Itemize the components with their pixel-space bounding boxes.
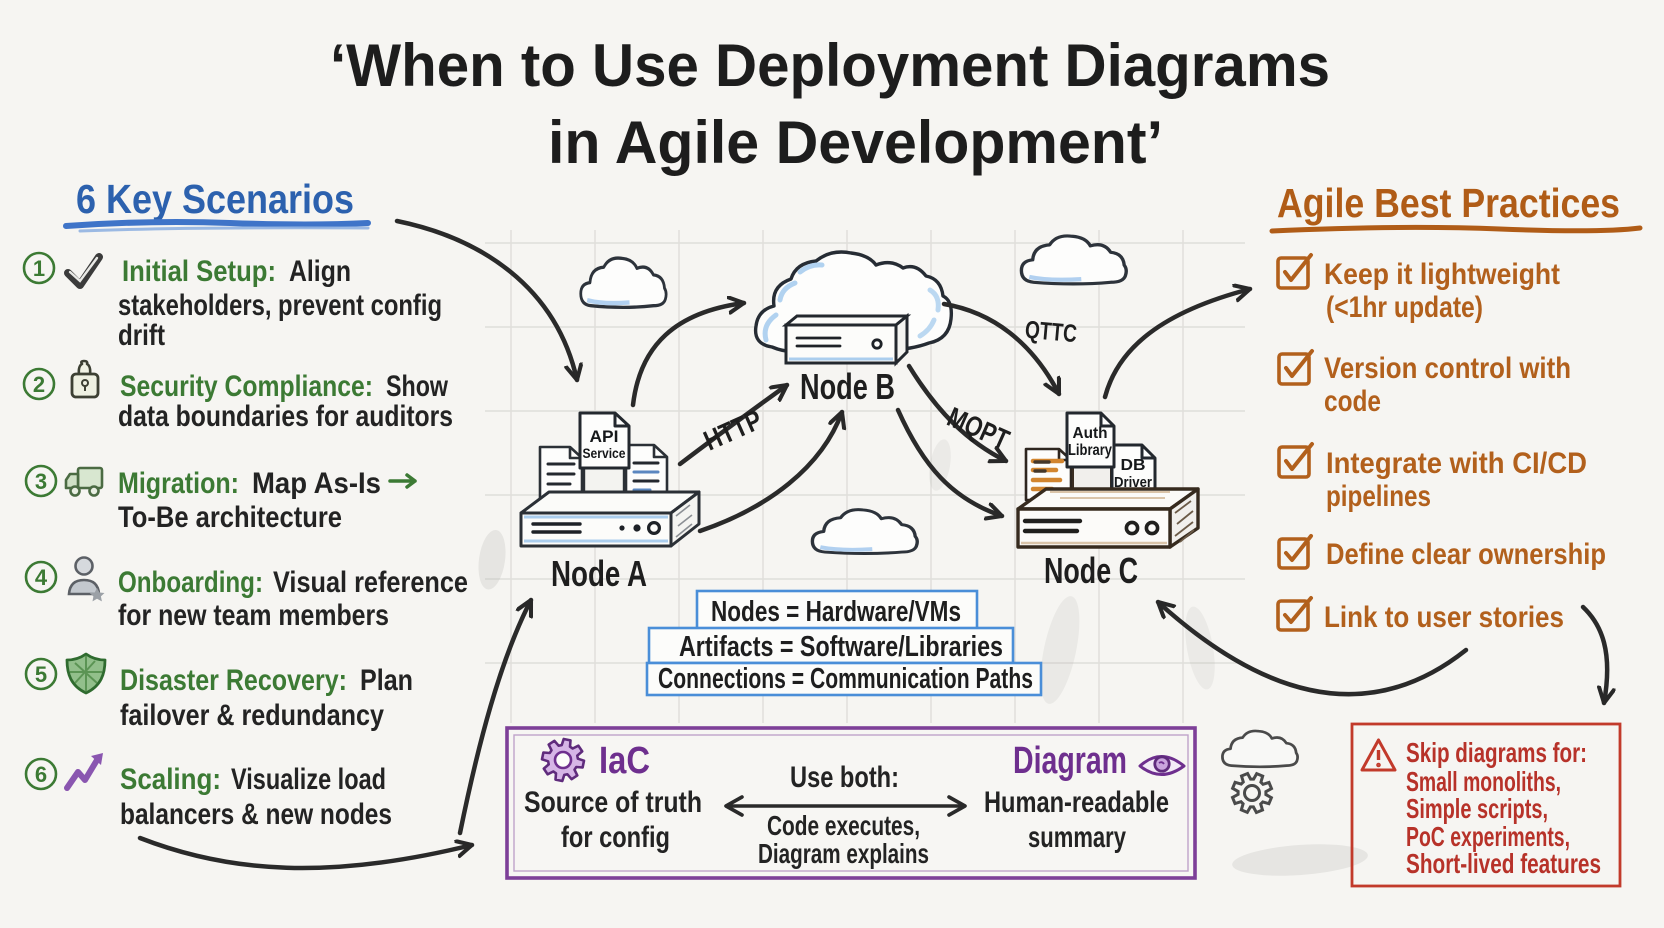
- svg-text:Visualize load: Visualize load: [231, 763, 386, 796]
- svg-text:Disaster Recovery:: Disaster Recovery:: [120, 664, 347, 697]
- svg-text:Node B: Node B: [800, 366, 895, 407]
- svg-text:data boundaries for auditors: data boundaries for auditors: [118, 400, 453, 433]
- svg-text:IaC: IaC: [599, 740, 650, 782]
- svg-text:Human-readable: Human-readable: [984, 786, 1169, 819]
- svg-text:Plan: Plan: [360, 664, 413, 697]
- svg-text:in Agile Development’: in Agile Development’: [548, 109, 1163, 176]
- svg-text:4: 4: [35, 565, 48, 590]
- svg-text:Node A: Node A: [551, 553, 647, 594]
- svg-text:MQPT: MQPT: [943, 401, 1014, 455]
- svg-text:summary: summary: [1028, 821, 1126, 854]
- svg-text:6 Key Scenarios: 6 Key Scenarios: [76, 176, 354, 222]
- svg-text:Connections = Communication Pa: Connections = Communication Paths: [658, 663, 1033, 695]
- svg-text:Security Compliance:: Security Compliance:: [120, 370, 373, 403]
- svg-text:Show: Show: [386, 370, 449, 403]
- svg-text:Initial Setup:: Initial Setup:: [122, 255, 276, 288]
- svg-text:Integrate with CI/CD: Integrate with CI/CD: [1326, 447, 1587, 480]
- svg-text:Keep it lightweight: Keep it lightweight: [1324, 258, 1560, 291]
- svg-text:(<1hr update): (<1hr update): [1326, 291, 1483, 324]
- svg-text:‘When to Use Deployment Diagra: ‘When to Use Deployment Diagrams: [330, 32, 1330, 99]
- svg-text:6: 6: [35, 762, 47, 787]
- svg-text:Scaling:: Scaling:: [120, 763, 221, 796]
- svg-text:Code executes,: Code executes,: [767, 810, 920, 841]
- svg-text:1: 1: [33, 256, 45, 281]
- svg-text:Simple scripts,: Simple scripts,: [1406, 793, 1548, 824]
- svg-text:Driver: Driver: [1114, 474, 1152, 491]
- svg-text:Skip diagrams for:: Skip diagrams for:: [1406, 737, 1587, 768]
- svg-text:Source of truth: Source of truth: [524, 786, 702, 819]
- svg-text:Visual reference: Visual reference: [273, 566, 468, 599]
- svg-text:pipelines: pipelines: [1326, 480, 1431, 513]
- svg-text:Diagram: Diagram: [1013, 740, 1127, 782]
- svg-text:Define clear ownership: Define clear ownership: [1326, 538, 1606, 571]
- svg-text:for new team members: for new team members: [118, 599, 389, 632]
- svg-text:failover & redundancy: failover & redundancy: [120, 699, 384, 732]
- svg-text:Small monoliths,: Small monoliths,: [1406, 766, 1561, 797]
- svg-text:Nodes = Hardware/VMs: Nodes = Hardware/VMs: [711, 596, 961, 628]
- svg-text:Auth: Auth: [1073, 425, 1108, 442]
- svg-text:Onboarding:: Onboarding:: [118, 566, 263, 599]
- svg-text:DB: DB: [1121, 457, 1146, 474]
- svg-text:QTTC: QTTC: [1024, 316, 1078, 348]
- svg-text:Align: Align: [289, 255, 351, 288]
- svg-text:drift: drift: [118, 319, 165, 352]
- svg-text:Node C: Node C: [1044, 550, 1138, 591]
- svg-text:Map As-Is: Map As-Is: [252, 467, 381, 500]
- svg-text:Service: Service: [583, 445, 626, 461]
- svg-text:code: code: [1324, 385, 1381, 418]
- svg-text:Migration:: Migration:: [118, 467, 239, 500]
- svg-text:5: 5: [35, 662, 47, 687]
- svg-text:Short-lived features: Short-lived features: [1406, 848, 1601, 879]
- svg-text:balancers & new nodes: balancers & new nodes: [120, 798, 392, 831]
- svg-text:Agile Best Practices: Agile Best Practices: [1277, 180, 1620, 226]
- svg-text:Library: Library: [1068, 442, 1112, 459]
- svg-text:Use both:: Use both:: [790, 761, 899, 794]
- svg-text:Diagram explains: Diagram explains: [758, 838, 929, 869]
- svg-text:Version control with: Version control with: [1324, 352, 1571, 385]
- svg-text:API: API: [590, 427, 619, 446]
- svg-text:3: 3: [35, 469, 47, 494]
- svg-text:2: 2: [33, 372, 45, 397]
- svg-text:PoC experiments,: PoC experiments,: [1406, 821, 1570, 852]
- svg-text:stakeholders, prevent config: stakeholders, prevent config: [118, 289, 442, 322]
- svg-text:Link to user stories: Link to user stories: [1324, 601, 1564, 634]
- svg-text:To-Be architecture: To-Be architecture: [118, 501, 342, 534]
- svg-text:for config: for config: [561, 821, 670, 854]
- svg-text:Artifacts = Software/Libraries: Artifacts = Software/Libraries: [679, 631, 1003, 663]
